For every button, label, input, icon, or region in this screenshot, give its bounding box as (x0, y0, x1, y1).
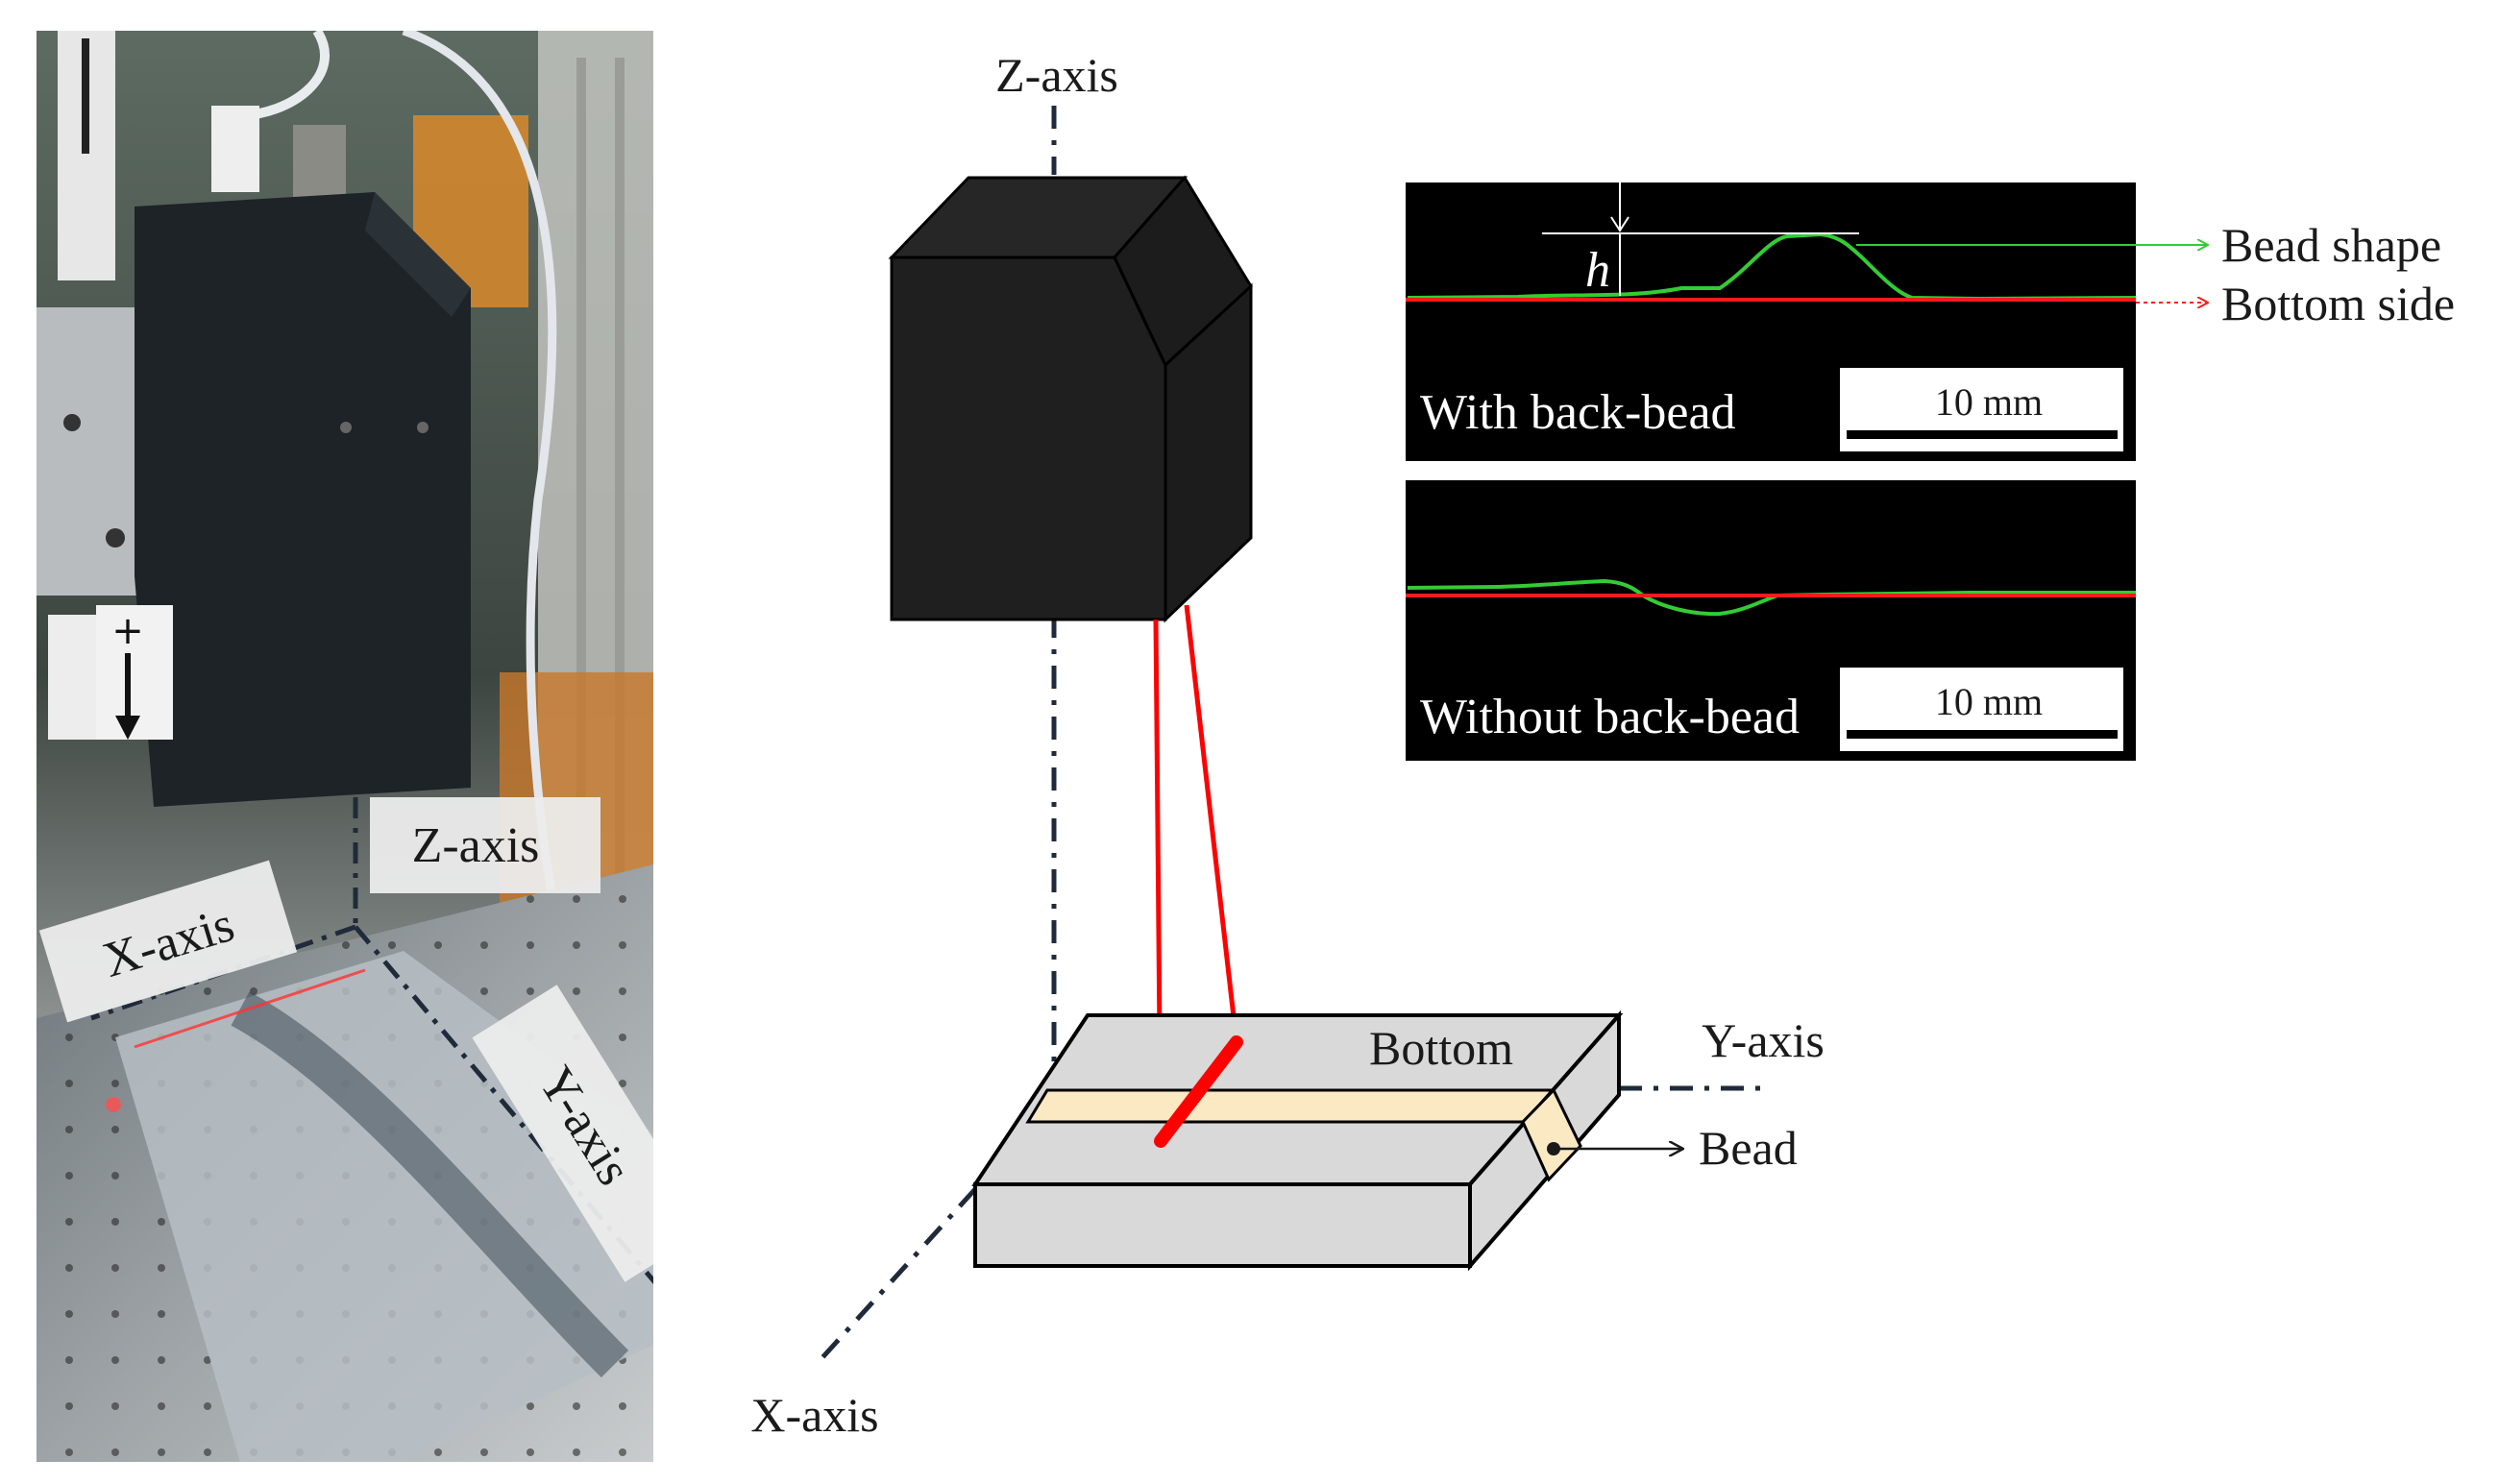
x-axis-line (815, 1187, 977, 1366)
photo-y-axis-line (354, 925, 653, 1285)
laser-line (1154, 1035, 1243, 1148)
bead-stripe (1025, 1088, 1557, 1124)
workpiece-plate: Bottom (971, 1010, 1624, 1272)
profile-with-back-bead: h With back-bead 10 mm (1406, 181, 2137, 461)
scale-label-without: 10 mm (1935, 680, 2043, 723)
scale-bar-without (1847, 730, 2118, 739)
photo-x-label-box (38, 860, 298, 1023)
bottom-side-label: Bottom side (2221, 277, 2455, 330)
bead-label: Bead (1699, 1121, 1798, 1175)
scale-bar-with (1847, 430, 2118, 439)
schematic: Z-axis X-axis Y-axis (750, 48, 1825, 1442)
h-symbol: h (1585, 243, 1610, 298)
setup-photo: + Z-axis X-axis Y-axis (37, 31, 653, 1462)
panel-without-title: Without back-bead (1420, 690, 1800, 744)
photo-z-label-box (370, 797, 600, 893)
svg-text:+: + (111, 609, 144, 653)
laser-sensor (888, 175, 1253, 623)
laser-beam-right (1184, 604, 1239, 1043)
bead-end (1521, 1087, 1582, 1182)
panel-with-title: With back-bead (1420, 385, 1736, 440)
profile-without-back-bead: Without back-bead 10 mm (1406, 480, 2136, 761)
bottom-label: Bottom (1369, 1021, 1513, 1075)
bead-shape-label: Bead shape (2221, 218, 2441, 272)
photo-z-label: Z-axis (412, 818, 540, 873)
bead-shape-profile (1407, 231, 2137, 302)
y-axis-label: Y-axis (1702, 1013, 1825, 1067)
x-axis-label: X-axis (750, 1388, 878, 1442)
z-axis-label: Z-axis (995, 48, 1118, 102)
scale-label-with: 10 mm (1935, 380, 2043, 424)
photo-y-label-box (472, 985, 653, 1282)
